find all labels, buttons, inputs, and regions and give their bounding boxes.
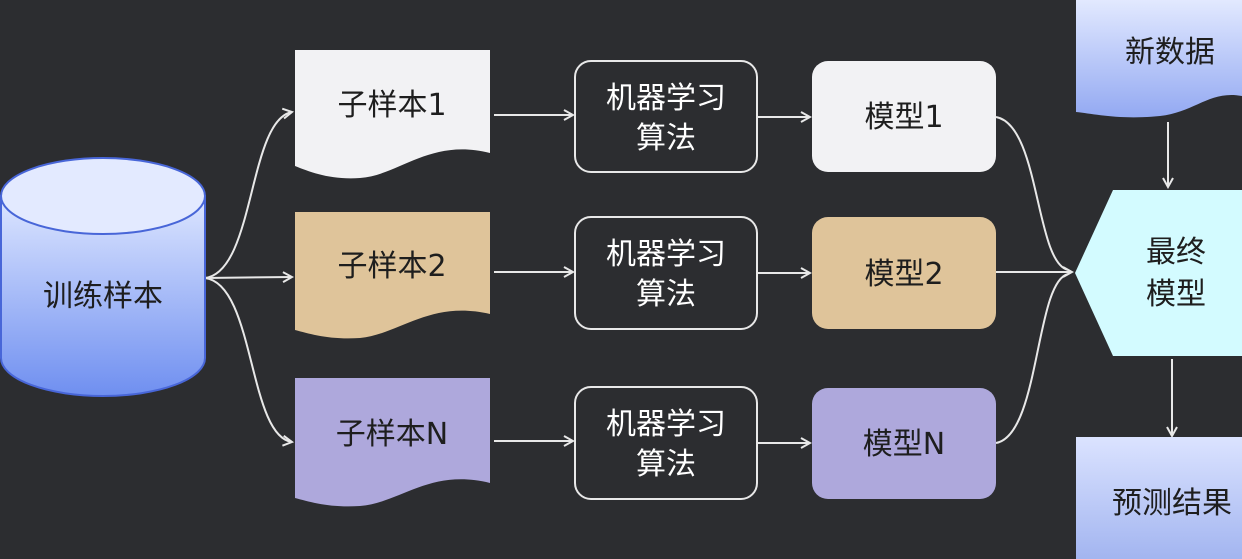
algorithm-box-n: 机器学习 算法 bbox=[574, 386, 758, 500]
training-samples-label: 训练样本 bbox=[43, 279, 163, 314]
algorithm-2-line1: 机器学习 bbox=[606, 237, 726, 272]
algorithm-box-1: 机器学习 算法 bbox=[574, 60, 758, 173]
subsample-n-label: 子样本N bbox=[336, 417, 448, 452]
model-box-1: 模型1 bbox=[812, 61, 996, 172]
subsample-2-label: 子样本2 bbox=[337, 249, 446, 284]
final-model-line2: 模型 bbox=[1146, 277, 1206, 312]
connector-model-1-final bbox=[995, 116, 1069, 271]
model-box-n: 模型N bbox=[812, 388, 996, 499]
model-box-2: 模型2 bbox=[812, 217, 996, 329]
connector-model-n-final bbox=[995, 273, 1069, 444]
final-model-line1: 最终 bbox=[1146, 235, 1206, 270]
prediction-result-box: 预测结果 bbox=[1076, 437, 1242, 559]
algorithm-n-line1: 机器学习 bbox=[606, 407, 726, 442]
prediction-result-label: 预测结果 bbox=[1112, 486, 1232, 521]
training-samples-cylinder: 训练样本 bbox=[0, 157, 206, 397]
model-n-label: 模型N bbox=[863, 427, 945, 462]
new-data-doc: 新数据 bbox=[1076, 0, 1242, 118]
subsample-2-doc: 子样本2 bbox=[295, 212, 490, 339]
algorithm-2-line2: 算法 bbox=[636, 277, 696, 312]
model-1-label: 模型1 bbox=[864, 100, 943, 135]
model-2-label: 模型2 bbox=[864, 257, 943, 292]
subsample-n-doc: 子样本N bbox=[295, 378, 490, 507]
new-data-label: 新数据 bbox=[1125, 35, 1215, 70]
subsample-1-doc: 子样本1 bbox=[295, 50, 490, 179]
connectors-source-to-subsamples bbox=[204, 112, 292, 442]
connector-source-subsample-n bbox=[204, 277, 292, 442]
algorithm-1-line2: 算法 bbox=[636, 121, 696, 156]
final-model-hexagon: 最终 模型 bbox=[1075, 190, 1242, 356]
subsample-1-label: 子样本1 bbox=[337, 88, 446, 123]
connectors-subsamples-to-algorithms bbox=[494, 115, 573, 441]
algorithm-n-line2: 算法 bbox=[636, 447, 696, 482]
connectors-models-to-final bbox=[995, 116, 1072, 444]
connector-source-subsample-2 bbox=[204, 277, 292, 278]
connector-source-subsample-1 bbox=[204, 112, 292, 279]
algorithm-1-line1: 机器学习 bbox=[606, 81, 726, 116]
algorithm-box-2: 机器学习 算法 bbox=[574, 216, 758, 330]
connectors-algorithms-to-models bbox=[757, 117, 810, 443]
